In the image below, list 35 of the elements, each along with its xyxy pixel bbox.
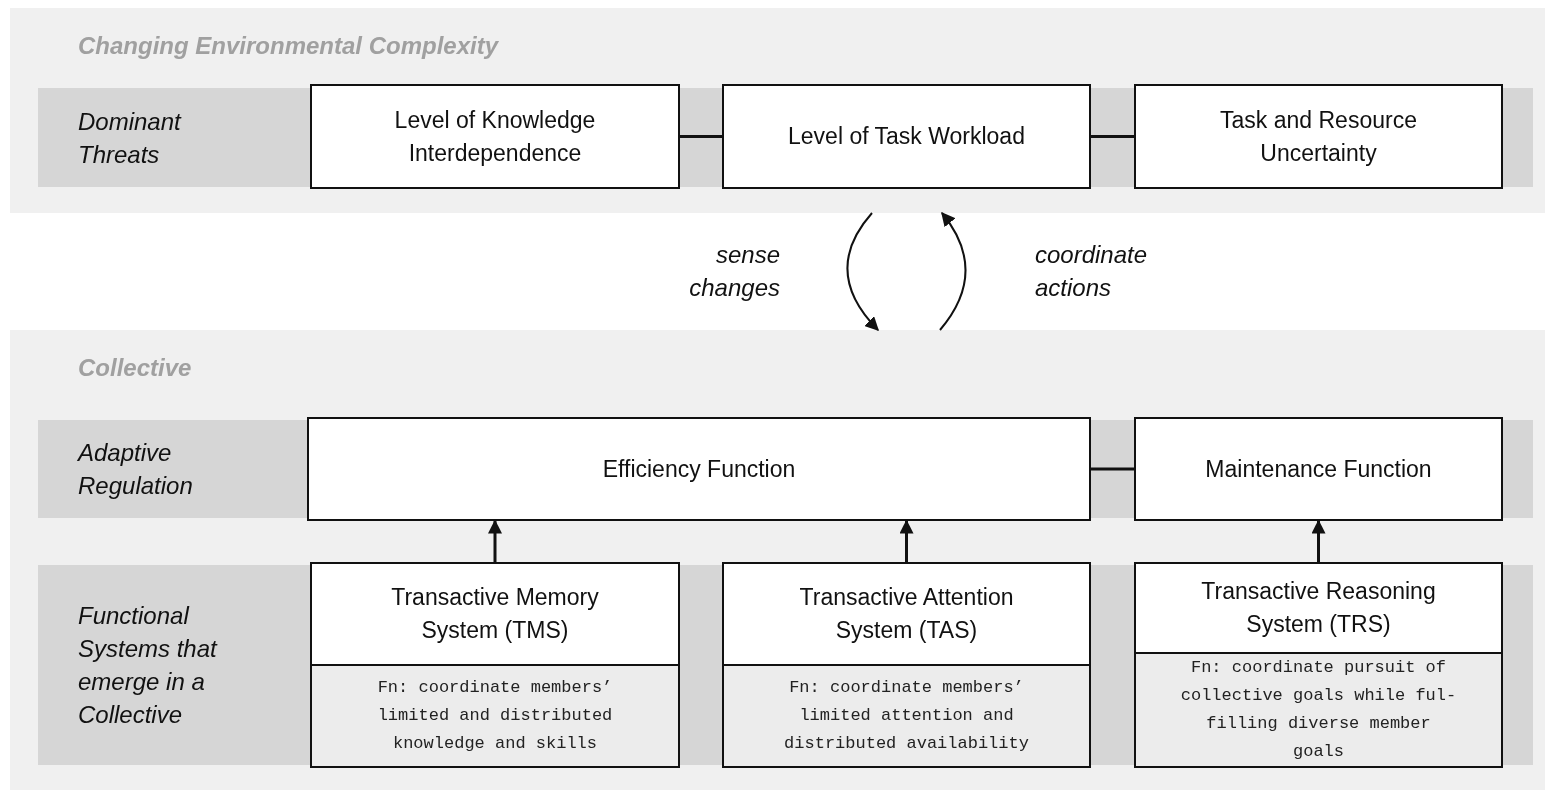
box-text: Level of Task Workload (787, 122, 1026, 151)
box-text: Task and Resource Uncertainty (1219, 105, 1418, 168)
row-label: Dominant Threats (78, 106, 183, 170)
row-band (38, 420, 1533, 518)
panel-background (10, 330, 1545, 790)
system-box (310, 562, 680, 768)
process-box (722, 84, 1091, 189)
system-box (1134, 562, 1503, 768)
arrow (488, 519, 502, 562)
connector-line (1091, 135, 1134, 138)
process-box (307, 417, 1091, 521)
box-text: Efficiency Function (601, 454, 797, 484)
curved-arrow (846, 212, 879, 332)
connector-line (680, 135, 722, 138)
row-label: Adaptive Regulation (78, 438, 194, 501)
panel-background (10, 8, 1545, 213)
curved-arrow (939, 211, 967, 331)
row-band (38, 565, 1533, 765)
system-box (722, 562, 1091, 768)
arrow (899, 519, 914, 562)
box-text: Level of Knowledge Interdependence (393, 105, 597, 168)
panel-heading: Collective (78, 354, 192, 382)
process-box (310, 84, 680, 189)
function-description: Fn: coordinate members’ limited attention and distributed availability (724, 666, 1089, 766)
edge-label: sense changes (688, 240, 780, 303)
process-box (1134, 417, 1503, 521)
edge-label: coordinate actions (1035, 240, 1149, 303)
box-text: Maintenance Function (1204, 454, 1433, 484)
connector-line (1091, 467, 1134, 471)
function-description: Fn: coordinate members’ limited and distributed knowledge and skills (312, 666, 678, 766)
process-box (1134, 84, 1503, 189)
panel-heading: Changing Environmental Complexity (78, 32, 499, 60)
arrow (1311, 519, 1326, 562)
function-description: Fn: coordinate pursuit of collective goals while ful-filling diverse member goals (1136, 654, 1501, 766)
row-label: Functional Systems that emerge in a Collective (78, 601, 219, 730)
